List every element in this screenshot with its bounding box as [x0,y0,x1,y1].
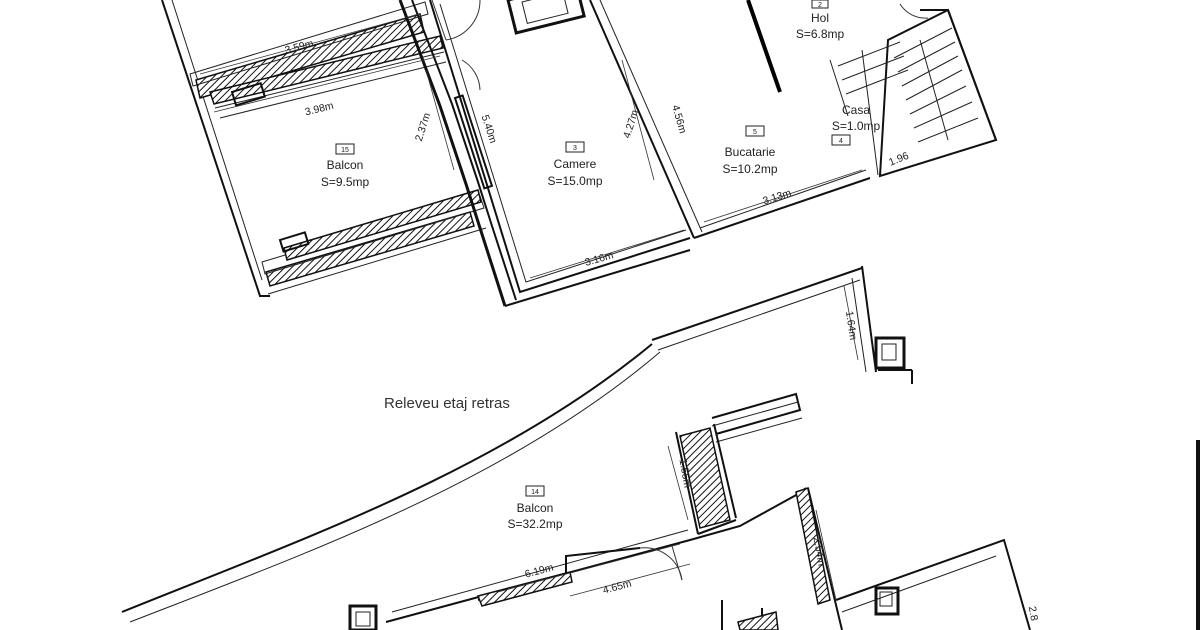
room-name: Hol [811,11,829,25]
room-number: 4 [839,138,843,145]
dimension-label: 2.54m [811,536,828,567]
lower-labels: Releveu etaj retras 14 Balcon S=32.2mp 1… [384,310,1040,622]
room-area: S=10.2mp [722,162,777,176]
dimension-label: 1.96 [887,150,911,169]
room-name: Balcon [517,501,554,515]
dimension-label: 4.27m [621,108,642,140]
wall-balcony-camera [398,0,507,307]
camera-room-outline [429,0,691,294]
door-arc-1 [445,0,481,41]
railing-band-6 [283,189,482,261]
hatched-wall-right [795,487,831,605]
railing-band-3 [209,35,444,105]
room-area: S=6.8mp [796,27,845,41]
dimension-label: 3.13m [761,187,793,208]
hatched-wall-l [679,427,731,529]
room-bucatarie: 5 Bucatarie S=10.2mp [722,125,778,176]
room-number: 14 [531,489,539,496]
room-area: S=15.0mp [547,174,602,188]
dimension-label: 1.64m [843,310,859,341]
dimension-label: 3.98m [304,100,335,119]
balcony-curved-edge [121,343,653,613]
room-balcon-top: 15 Balcon S=9.5mp [321,143,370,189]
upper-plan [161,0,998,307]
chimney-block [506,0,586,35]
room-name: Bucatarie [725,145,776,159]
room-name: Balcon [327,158,364,172]
room-area: S=32.2mp [507,517,562,531]
room-camera: 3 Camere S=15.0mp [547,141,603,188]
room-area: S=1.0mp [832,119,881,133]
dimension-label: 2.8 [1026,605,1040,622]
dimension-label: 4.56m [669,103,689,135]
scrollbar-edge[interactable] [1196,440,1200,630]
room-number: 5 [753,129,757,136]
door-arc-2 [461,59,481,91]
column-bottom-right [874,586,900,616]
room-hol: 2 Hol S=6.8mp [796,0,845,41]
room-casa-scarii: Casa S=1.0mp 4 [831,103,881,146]
railing-band-4 [265,211,475,287]
dimension-label: 1.55m [677,458,694,489]
lower-plan [121,265,1031,630]
railing-band-2 [189,1,429,87]
room-number: 3 [573,145,577,152]
kitchen-counter [746,0,782,93]
staircase [829,3,998,178]
room-number: 15 [341,147,349,154]
column-right [874,336,906,370]
room-name: Casa [842,103,870,117]
room-balcon-bottom: 14 Balcon S=32.2mp [507,485,563,531]
dimension-label: 2.37m [413,111,434,143]
balcony-outer-wall [161,0,270,297]
room-name: Camere [554,157,597,171]
plan-title: Releveu etaj retras [384,395,510,412]
room-number: 2 [818,2,822,9]
room-area: S=9.5mp [321,175,370,189]
kitchen-outline [693,177,871,239]
dimension-label: 4.65m [602,577,634,596]
